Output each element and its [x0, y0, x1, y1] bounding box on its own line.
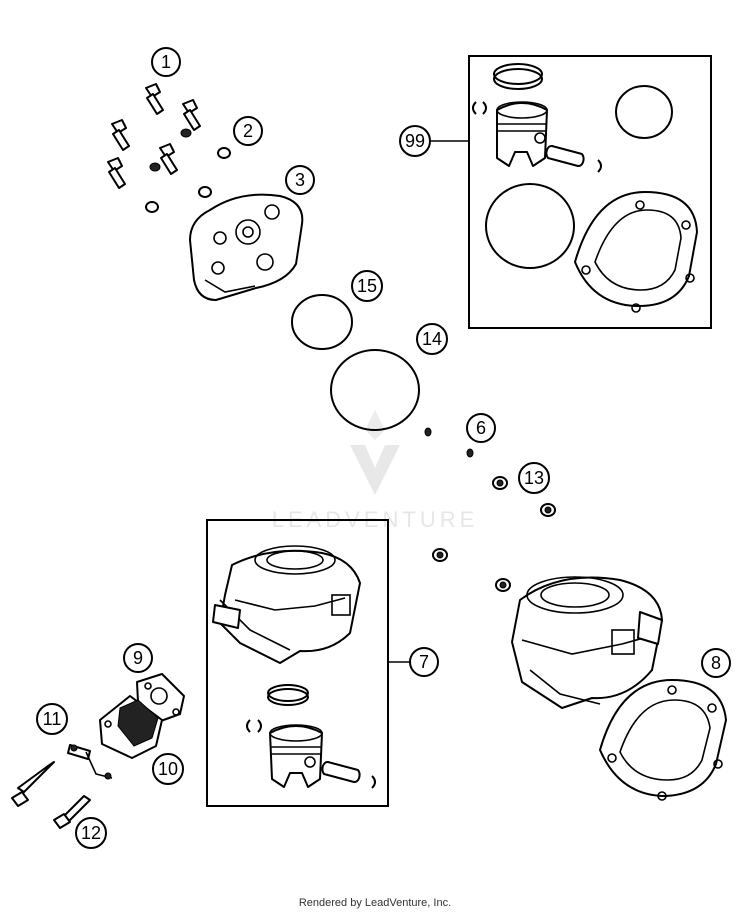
- bolt-12-icon: [53, 795, 91, 829]
- watermark: LEADVENTURE: [272, 410, 474, 532]
- callout-2: 2: [233, 116, 263, 146]
- cylinder-8-icon: [511, 576, 663, 709]
- svg-text:99: 99: [405, 131, 425, 151]
- small-fasteners: [424, 427, 556, 592]
- base-gasket-8-icon: [599, 679, 727, 801]
- kit-99-parts: [472, 63, 698, 313]
- callout-99: 99: [399, 125, 431, 157]
- head-gasket-icon: [615, 85, 673, 139]
- svg-text:10: 10: [158, 759, 178, 779]
- callout-6: 6: [466, 413, 496, 443]
- piston-icon: [269, 725, 323, 788]
- kit-7-parts: [212, 545, 376, 789]
- cylinder-head-icon: [189, 193, 304, 301]
- callout-8: 8: [701, 648, 731, 678]
- piston-pin-icon: [545, 145, 585, 167]
- piston-pin-icon: [321, 761, 361, 783]
- svg-text:15: 15: [357, 276, 377, 296]
- exhaust-flange-10-icon: [99, 695, 163, 759]
- svg-text:12: 12: [81, 823, 101, 843]
- svg-text:7: 7: [419, 652, 429, 672]
- watermark-logo-icon: [350, 445, 400, 495]
- kit-7-frame: [206, 519, 389, 807]
- callout-11: 11: [36, 703, 68, 735]
- svg-text:8: 8: [711, 653, 721, 673]
- svg-text:13: 13: [524, 468, 544, 488]
- svg-text:6: 6: [476, 418, 486, 438]
- footer-credit: Rendered by LeadVenture, Inc.: [298, 897, 452, 909]
- o-ring-14-icon: [330, 349, 420, 431]
- piston-icon: [496, 102, 548, 167]
- cylinder-icon: [219, 549, 361, 664]
- svg-text:3: 3: [295, 170, 305, 190]
- callout-9: 9: [123, 643, 153, 673]
- head-bolts: [107, 83, 201, 189]
- long-bolt-icon: [11, 761, 55, 807]
- callout-14: 14: [416, 323, 448, 355]
- kit-99-frame: [468, 55, 712, 329]
- svg-text:14: 14: [422, 329, 442, 349]
- bracket-11-icon: [67, 744, 113, 780]
- head-washers: [145, 128, 231, 213]
- callout-10: 10: [152, 753, 184, 785]
- callout-15: 15: [351, 270, 383, 302]
- svg-text:1: 1: [161, 52, 171, 72]
- callout-3: 3: [285, 165, 315, 195]
- callout-1: 1: [151, 47, 181, 77]
- svg-text:11: 11: [43, 709, 62, 729]
- piston-ring-icon: [493, 63, 543, 85]
- callout-12: 12: [75, 817, 107, 849]
- svg-text:9: 9: [133, 648, 143, 668]
- callout-13: 13: [518, 462, 550, 494]
- o-ring-15-icon: [291, 294, 353, 350]
- piston-ring-icon: [267, 684, 309, 702]
- callout-7: 7: [409, 647, 439, 677]
- cylinder-gasket-ring-icon: [485, 183, 575, 269]
- svg-text:2: 2: [243, 121, 253, 141]
